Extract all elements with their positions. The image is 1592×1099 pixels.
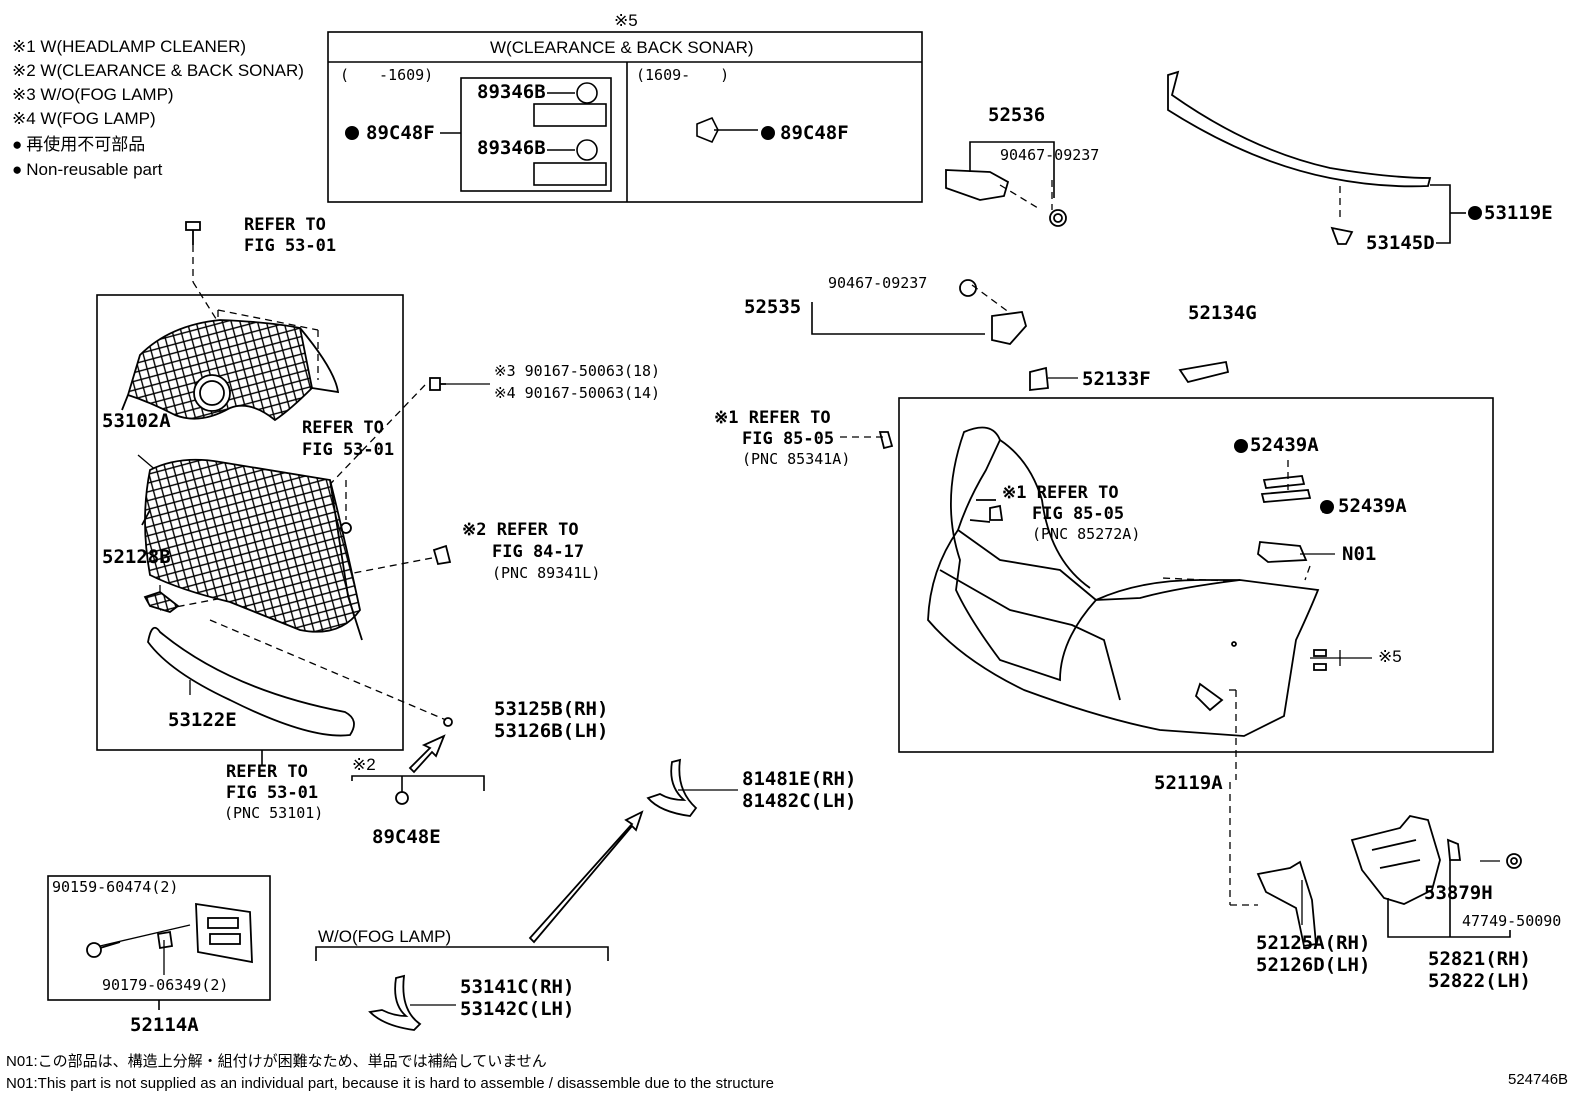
bezel-81481E-drawing — [646, 758, 698, 817]
label-wo-fog-lamp: W/O(FOG LAMP) — [318, 927, 452, 946]
part-90467-lower: 90467-09237 — [828, 274, 928, 292]
molding-53122E-drawing — [147, 626, 355, 737]
license-plate-box — [47, 875, 271, 1010]
ref4-line1: REFER TO — [226, 762, 308, 782]
figure-id: 524746B — [1508, 1071, 1569, 1088]
part-89C48E: 89C48E — [372, 826, 441, 848]
part-90167-14: ※4 90167-50063(14) — [494, 384, 661, 402]
ref3-line3: (PNC 89341L) — [492, 564, 601, 582]
ref5-line2: FIG 85-05 — [742, 429, 835, 449]
part-53125B: 53125B(RH) — [494, 698, 609, 720]
part-52821: 52821(RH) — [1428, 948, 1531, 970]
legend-note-4: ※4 W(FOG LAMP) — [12, 109, 156, 128]
part-52114A: 52114A — [130, 1014, 199, 1036]
part-52822: 52822(LH) — [1428, 970, 1531, 992]
part-52133F: 52133F — [1082, 368, 1151, 390]
part-52126D: 52126D(LH) — [1256, 954, 1371, 976]
part-53126B: 53126B(LH) — [494, 720, 609, 742]
bracket-53119E — [1430, 184, 1451, 244]
part-53142C: 53142C(LH) — [460, 998, 575, 1020]
part-90167-18: ※3 90167-50063(18) — [494, 362, 661, 380]
box5-right-part: 89C48F — [780, 122, 849, 144]
part-81481E: 81481E(RH) — [742, 768, 857, 790]
footer-note-en: N01:This part is not supplied as an indi… — [6, 1075, 774, 1092]
bracket-52821 — [1387, 898, 1511, 938]
support-52535-drawing — [991, 311, 1028, 345]
box5-sensor-b: 89346B — [477, 137, 546, 159]
part-53122E: 53122E — [168, 709, 237, 731]
ref3-line2: FIG 84-17 — [492, 542, 585, 562]
part-90179: 90179-06349(2) — [102, 976, 229, 994]
bracket-wo-fog-lamp — [315, 946, 609, 961]
box5-left-part: 89C48F — [366, 122, 435, 144]
footer-note-jp: N01:この部品は、構造上分解・組付けが困難なため、単品では補給していません — [6, 1053, 547, 1070]
marker-2: ※2 — [352, 755, 376, 774]
clip-icon — [1330, 226, 1354, 245]
sonar-sensor-icon — [432, 544, 452, 566]
part-53145D: 53145D — [1366, 232, 1435, 254]
nonreusable-markers — [345, 126, 1482, 514]
legend-note-3: ※3 W/O(FOG LAMP) — [12, 85, 174, 104]
ref3-line1: ※2 REFER TO — [462, 520, 579, 540]
ref4-line3: (PNC 53101) — [224, 804, 324, 822]
part-53879H: 53879H — [1424, 882, 1493, 904]
part-52535: 52535 — [744, 296, 802, 318]
part-52128B: 52128B — [102, 546, 171, 568]
bolt-icon — [429, 377, 446, 391]
bracket-89C48E — [351, 775, 485, 791]
arrow-icon — [408, 734, 446, 774]
retainer-52821-drawing — [1350, 815, 1441, 905]
box5-sensor-a: 89346B — [477, 81, 546, 103]
part-52119A: 52119A — [1154, 772, 1223, 794]
part-52536: 52536 — [988, 104, 1046, 126]
support-52536-drawing — [945, 169, 1010, 201]
marker-5: ※5 — [1378, 647, 1402, 666]
part-90467-upper: 90467-09237 — [1000, 146, 1100, 164]
part-53102A: 53102A — [102, 410, 171, 432]
legend-nonreusable-jp: 再使用不可部品 — [12, 136, 145, 153]
part-53141C: 53141C(RH) — [460, 976, 575, 998]
box5-right-range: (1609- ) — [636, 66, 730, 84]
bolt-icon — [86, 941, 121, 958]
bumper-cover-drawing — [927, 426, 1320, 737]
part-N01: N01 — [1342, 543, 1377, 565]
legend-note-2: ※2 W(CLEARANCE & BACK SONAR) — [12, 61, 304, 80]
legend-nonreusable-en: Non-reusable part — [12, 161, 162, 178]
ref2-line2: FIG 53-01 — [302, 440, 395, 460]
bracket-52125A-drawing — [1256, 860, 1317, 948]
retainer-53119E-drawing — [1167, 70, 1432, 188]
ref5-line1: ※1 REFER TO — [714, 408, 831, 428]
ref6-line2: FIG 85-05 — [1032, 504, 1125, 524]
license-bracket-drawing — [195, 902, 253, 964]
sonar-sensor-drawings — [533, 82, 719, 186]
part-52134G: 52134G — [1188, 302, 1257, 324]
part-52125A: 52125A(RH) — [1256, 932, 1371, 954]
upper-grille-drawing — [126, 319, 313, 422]
lower-grille-drawing — [144, 458, 361, 633]
part-47749: 47749-50090 — [1462, 912, 1562, 930]
part-90159: 90159-60474(2) — [52, 878, 179, 896]
ref6-line3: (PNC 85272A) — [1032, 525, 1141, 543]
box-clearance-sonar — [327, 31, 923, 203]
ref1-line1: REFER TO — [244, 215, 326, 235]
grille-section-box — [96, 294, 404, 765]
ref1-line2: FIG 53-01 — [244, 236, 337, 256]
arrow-icon — [528, 810, 644, 944]
bumper-section-box — [898, 397, 1494, 753]
box5-title: W(CLEARANCE & BACK SONAR) — [490, 38, 754, 57]
part-52439A-top: 52439A — [1250, 434, 1319, 456]
ref6-line1: ※1 REFER TO — [1002, 483, 1119, 503]
bolt-icon — [185, 221, 201, 245]
ref4-line2: FIG 53-01 — [226, 783, 319, 803]
ref5-line3: (PNC 85341A) — [742, 450, 851, 468]
part-53119E: 53119E — [1484, 202, 1553, 224]
part-52439A-mid: 52439A — [1338, 495, 1407, 517]
legend-note-1: ※1 W(HEADLAMP CLEANER) — [12, 37, 247, 56]
box5-marker: ※5 — [614, 11, 638, 30]
box5-left-range: ( -1609) — [340, 66, 434, 84]
part-81482C: 81482C(LH) — [742, 790, 857, 812]
bezel-53141C-drawing — [368, 974, 422, 1031]
ref2-line1: REFER TO — [302, 418, 384, 438]
